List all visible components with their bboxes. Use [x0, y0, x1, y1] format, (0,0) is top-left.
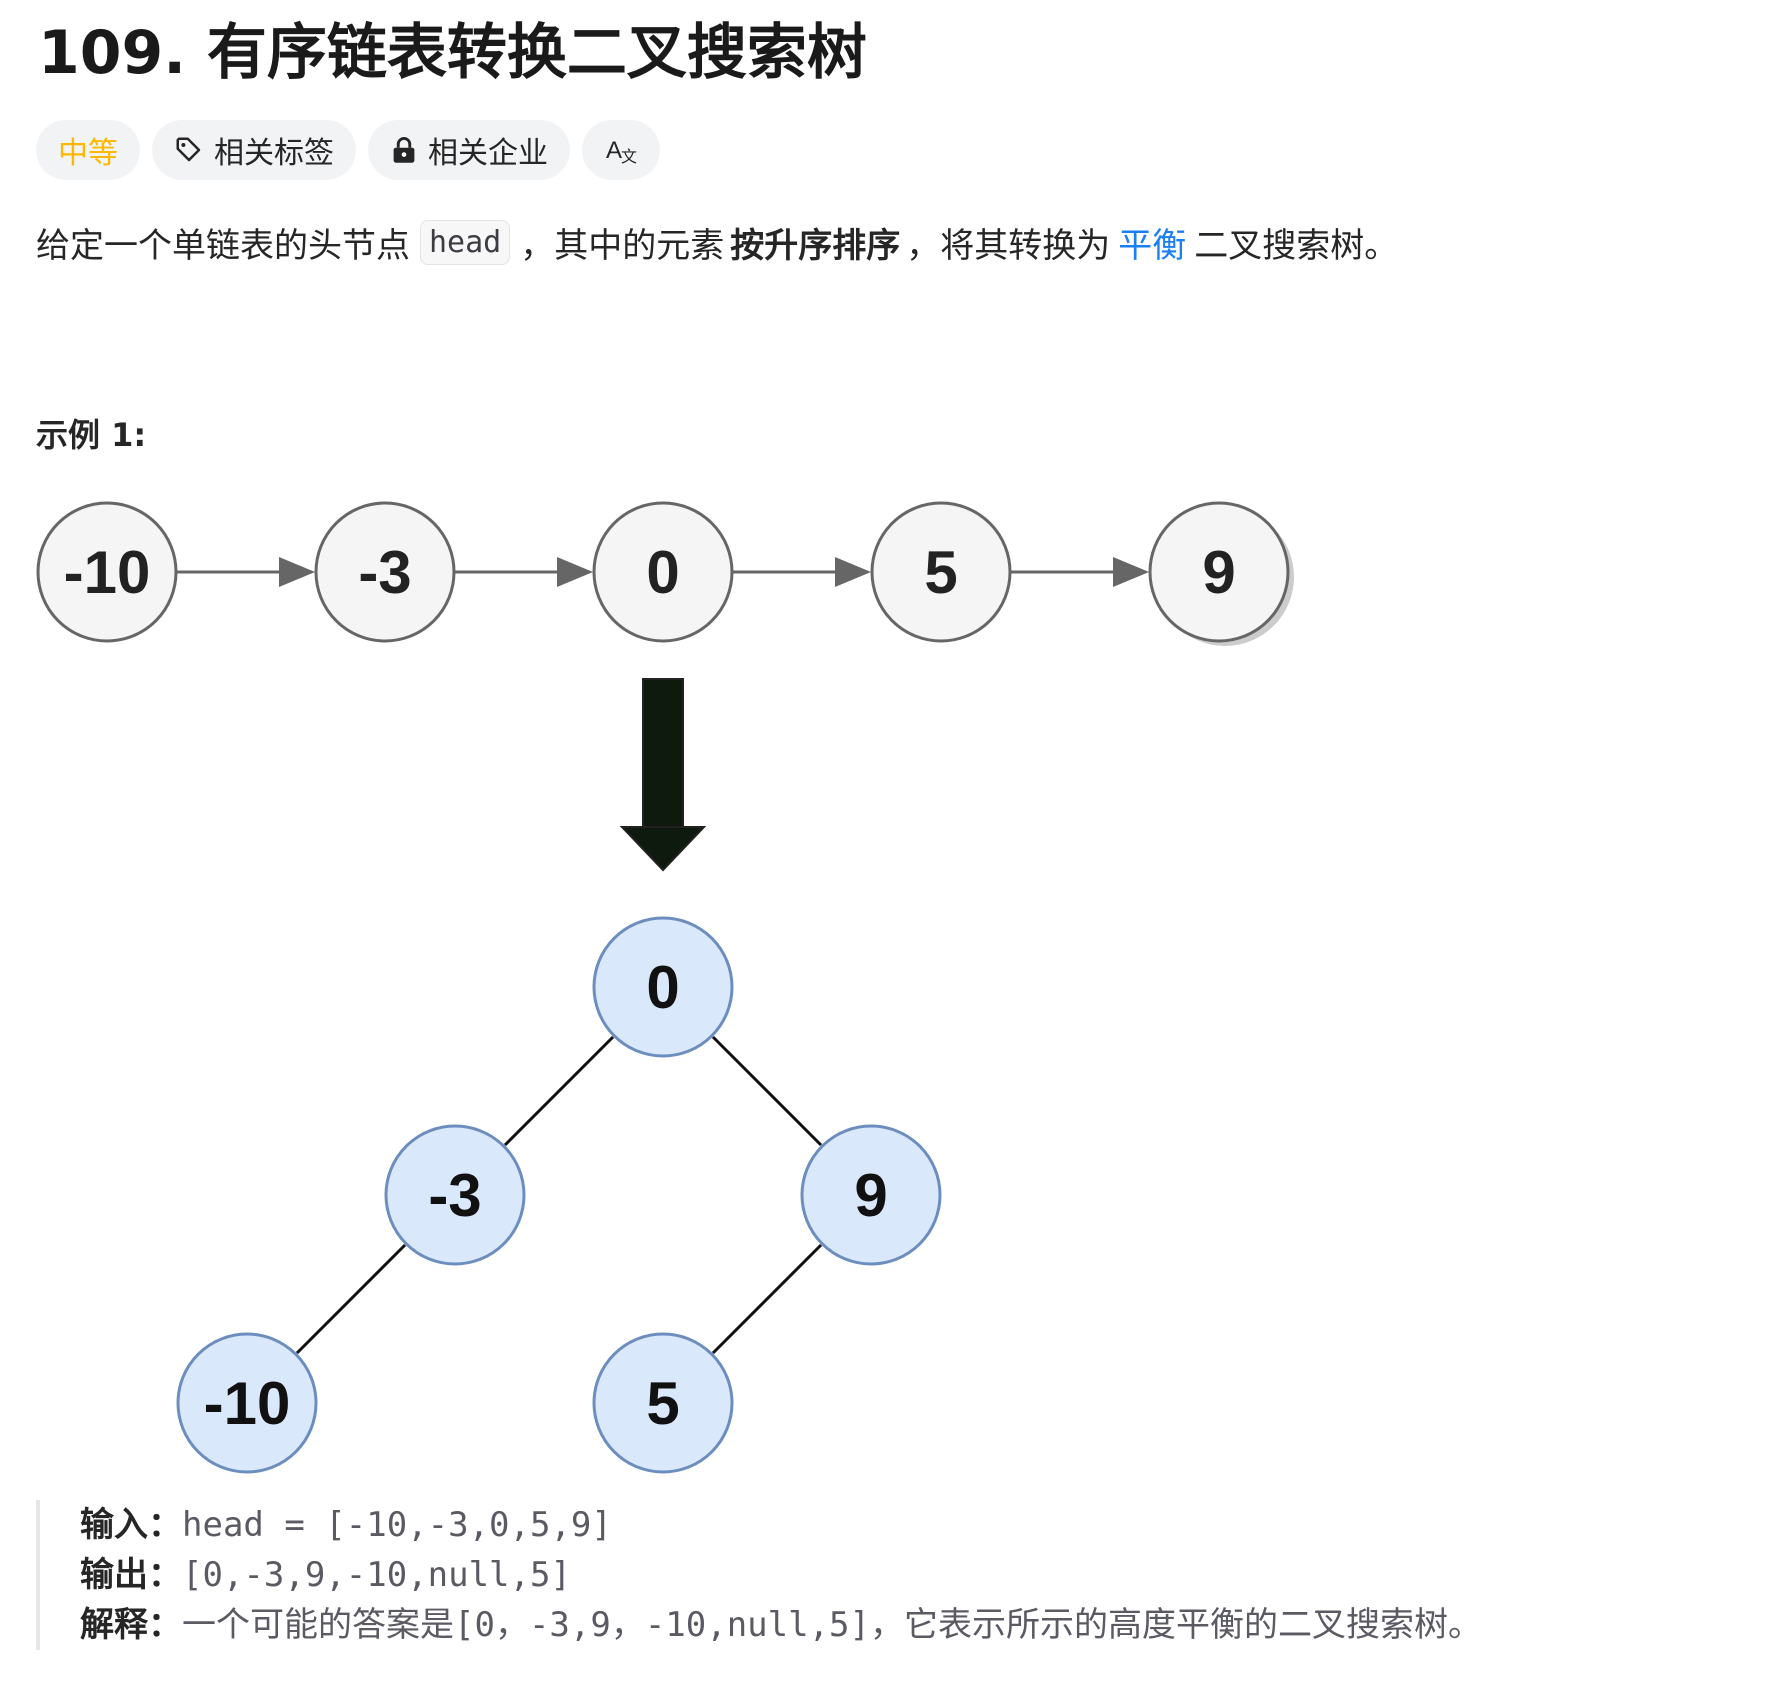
explain-text-2: ，它表示所示的高度平衡的二叉搜索树。 [870, 1605, 1482, 1645]
tree-node-label: -10 [204, 1370, 291, 1437]
tree-edge [295, 1243, 407, 1355]
difficulty-badge[interactable]: 中等 [36, 120, 140, 180]
tag-bar: 中等 相关标签 相关企业 A 文 [36, 120, 660, 180]
tree-node-left: -3 [384, 1124, 526, 1266]
example-input-line: 输入：head = [-10,-3,0,5,9] [80, 1500, 1536, 1550]
example-explain-line: 解释：一个可能的答案是[0，-3,9，-10,null,5]，它表示所示的高度平… [80, 1600, 1536, 1650]
tree-node-label: 5 [646, 1370, 679, 1437]
tree-node-label: 9 [854, 1162, 887, 1229]
related-tags-button[interactable]: 相关标签 [152, 120, 356, 180]
related-companies-label: 相关企业 [428, 136, 548, 171]
desc-text-2: ，其中的元素 [520, 226, 725, 266]
list-node-label: 9 [1202, 539, 1235, 606]
list-node: -3 [314, 501, 456, 643]
tree-node-right: 9 [800, 1124, 942, 1266]
list-node-label: -3 [358, 539, 411, 606]
list-node: 5 [870, 501, 1012, 643]
list-node-label: 5 [924, 539, 957, 606]
list-node: 9 [1148, 501, 1294, 646]
desc-text-4: 二叉搜索树。 [1194, 226, 1399, 266]
svg-text:A: A [606, 137, 622, 164]
translate-button[interactable]: A 文 [582, 120, 660, 180]
desc-inline-code: head [420, 220, 511, 265]
input-value: head = [-10,-3,0,5,9] [182, 1505, 612, 1545]
list-node: -10 [36, 501, 178, 643]
related-companies-button[interactable]: 相关企业 [368, 120, 570, 180]
explain-text-1: 一个可能的答案是 [182, 1605, 454, 1645]
example-diagram: -10 -3 0 5 9 0 -3 9 -10 [36, 501, 1294, 1474]
balanced-link[interactable]: 平衡 [1118, 226, 1187, 266]
tree-node-right-left: 5 [592, 1332, 734, 1474]
down-arrow-icon [619, 678, 707, 872]
tree-edge [711, 1243, 823, 1355]
desc-text-1: 给定一个单链表的头节点 [36, 226, 410, 266]
translate-icon: A 文 [604, 134, 638, 166]
tree-edge [503, 1035, 615, 1147]
problem-description: 给定一个单链表的头节点 head ，其中的元素 按升序排序 ，将其转换为 平衡 … [36, 218, 1398, 267]
explain-code: [0，-3,9，-10,null,5] [454, 1605, 870, 1645]
example-title: 示例 1: [36, 416, 147, 454]
page-title: 109. 有序链表转换二叉搜索树 [38, 18, 867, 88]
difficulty-label: 中等 [58, 136, 118, 171]
tag-icon [174, 135, 204, 165]
related-tags-label: 相关标签 [214, 136, 334, 171]
tree-node-label: 0 [646, 954, 679, 1021]
svg-text:文: 文 [621, 148, 637, 166]
tree-node-root: 0 [592, 916, 734, 1058]
list-node: 0 [592, 501, 734, 643]
example-io-block: 输入：head = [-10,-3,0,5,9] 输出：[0,-3,9,-10,… [36, 1500, 1536, 1650]
desc-bold: 按升序排序 [730, 226, 901, 266]
output-value: [0,-3,9,-10,null,5] [182, 1555, 571, 1595]
list-node-label: -10 [64, 539, 151, 606]
input-label: 输入： [80, 1505, 182, 1545]
example-output-line: 输出：[0,-3,9,-10,null,5] [80, 1550, 1536, 1600]
lock-icon [390, 135, 418, 165]
tree-node-left-left: -10 [176, 1332, 318, 1474]
desc-text-3: ，将其转换为 [906, 226, 1111, 266]
output-label: 输出： [80, 1555, 182, 1595]
tree-edge [711, 1035, 823, 1147]
tree-node-label: -3 [428, 1162, 481, 1229]
explain-label: 解释： [80, 1605, 182, 1645]
list-node-label: 0 [646, 539, 679, 606]
